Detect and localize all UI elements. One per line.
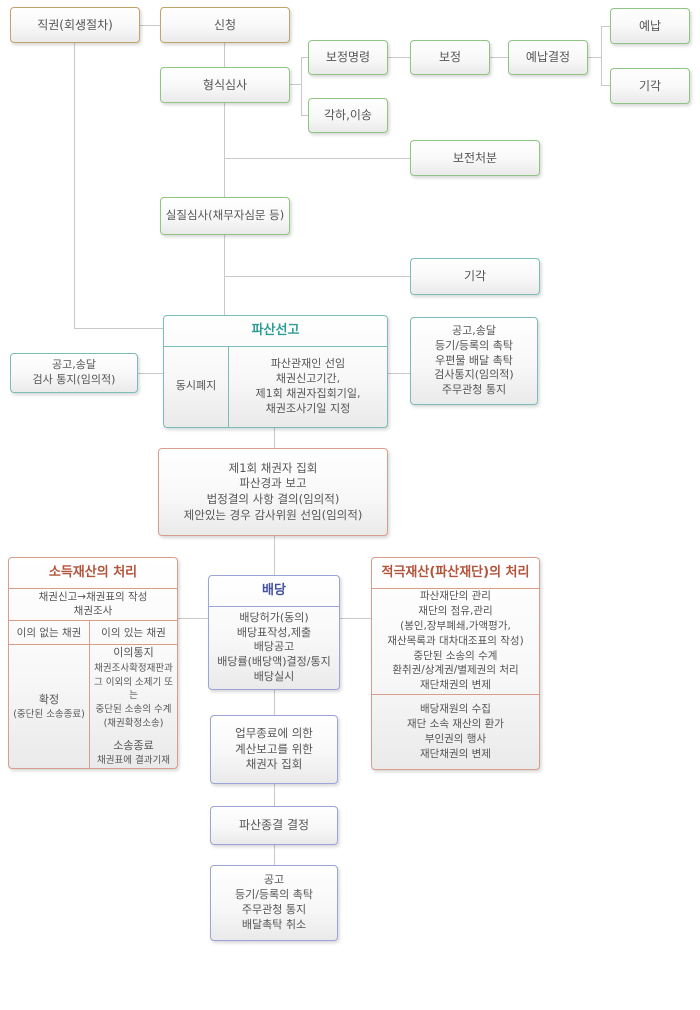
litigation-end-sub-label: 채권표에 결과기재 [97, 755, 170, 767]
bankruptcy-declaration-title: 파산선고 [164, 316, 387, 347]
connector-line [274, 536, 275, 575]
node-closure-notice: 공고 등기/등록의 촉탁 주무관청 통지 배달촉탁 취소 [210, 865, 338, 941]
connector-line [290, 84, 301, 85]
panel-income-assets: 소득재산의 처리 채권신고→채권표의 작성 채권조사 이의 없는 채권 이의 있… [8, 557, 178, 769]
objection-detail-label: 채권조사확정재판과 그 이외의 소제기 또는 중단된 소송의 수계 (채권확정소… [94, 662, 173, 729]
litigation-end-label: 소송종료 [113, 738, 154, 752]
trustee-appointment-cell: 파산관재인 선임 채권신고기간, 제1회 채권자집회기일, 채권조사기일 지정 [255, 357, 361, 415]
connector-line [138, 373, 163, 374]
connector-line [388, 373, 410, 374]
estate-management-row: 파산재단의 관리 재단의 점유,관리 (봉인,장부폐쇄,가액평가, 재산목록과 … [372, 589, 539, 695]
connector-line [74, 43, 75, 328]
connector-line [74, 328, 163, 329]
connector-line [490, 57, 508, 58]
estate-assets-title: 적극재산(파산재단)의 처리 [372, 558, 539, 589]
connector-line [301, 57, 308, 58]
no-objection-header: 이의 없는 채권 [9, 621, 90, 645]
node-bankruptcy-closure: 파산종결 결정 [210, 806, 338, 845]
node-substantive-review: 실질심사(채무자심문 등) [160, 197, 290, 235]
node-notice-registration: 공고,송달 등기/등록의 촉탁 우편물 배달 촉탁 검사통지(임의적) 주무관청… [410, 317, 538, 405]
connector-line [224, 276, 410, 277]
connector-line [301, 57, 302, 116]
node-dismissal-top: 기각 [610, 68, 690, 104]
confirmation-label: 확정 [38, 692, 60, 706]
dividend-title: 배당 [209, 576, 339, 607]
dividend-funding-row: 배당재원의 수집 재단 소속 재산의 환가 부인권의 행사 재단채권의 변제 [407, 702, 504, 760]
node-dismissal-mid: 기각 [410, 258, 540, 295]
connector-line [388, 57, 410, 58]
node-first-creditors-meeting: 제1회 채권자 집회 파산경과 보고 법정결의 사항 결의(임의적) 제안있는 … [158, 448, 388, 536]
connector-line [301, 115, 308, 116]
node-petition: 신청 [160, 7, 290, 43]
claim-filing-row: 채권신고→채권표의 작성 채권조사 [9, 589, 177, 622]
simultaneous-abolition-cell: 동시폐지 [164, 346, 229, 427]
income-assets-title: 소득재산의 처리 [9, 558, 177, 589]
connector-line [178, 618, 208, 619]
objection-header: 이의 있는 채권 [101, 626, 166, 639]
node-correction: 보정 [410, 40, 490, 75]
connector-line [601, 26, 610, 27]
connector-line [224, 103, 225, 197]
panel-estate-assets: 적극재산(파산재단)의 처리 파산재단의 관리 재단의 점유,관리 (봉인,장부… [371, 557, 540, 770]
dividend-steps: 배당허가(동의) 배당표작성,제출 배당공고 배당률(배당액)결정/통지 배당실… [217, 610, 331, 684]
connector-line [274, 690, 275, 715]
node-deposit-decision: 예납결정 [508, 40, 588, 75]
connector-line [601, 26, 602, 86]
connector-line [140, 25, 160, 26]
connector-line [224, 43, 225, 67]
node-rejection-transfer: 각하,이송 [308, 98, 388, 133]
node-notice-inspection: 공고,송달 검사 통지(임의적) [10, 353, 138, 393]
connector-line [274, 845, 275, 865]
connector-line [224, 158, 410, 159]
node-dividend: 배당 배당허가(동의) 배당표작성,제출 배당공고 배당률(배당액)결정/통지 … [208, 575, 340, 690]
node-preservation-measure: 보전처분 [410, 140, 540, 176]
node-deposit: 예납 [610, 8, 690, 44]
node-formal-review: 형식심사 [160, 67, 290, 103]
connector-line [274, 428, 275, 448]
no-objection-cell: 확정 (중단된 소송종료) [9, 645, 90, 768]
node-ex-officio: 직권(회생절차) [10, 7, 140, 43]
objection-cell: 이의통지 채권조사확정재판과 그 이외의 소제기 또는 중단된 소송의 수계 (… [90, 645, 177, 768]
node-correction-order: 보정명령 [308, 40, 388, 75]
connector-line [340, 618, 371, 619]
node-bankruptcy-declaration: 파산선고 동시폐지 파산관재인 선임 채권신고기간, 제1회 채권자집회기일, … [163, 315, 388, 428]
connector-line [274, 784, 275, 806]
connector-line [224, 235, 225, 315]
node-final-creditors-meeting: 업무종료에 의한 계산보고를 위한 채권자 집회 [210, 715, 338, 784]
confirmation-sub-label: (중단된 소송종료) [13, 709, 85, 721]
connector-line [601, 85, 610, 86]
connector-line [588, 57, 601, 58]
objection-notice-label: 이의통지 [113, 646, 154, 660]
